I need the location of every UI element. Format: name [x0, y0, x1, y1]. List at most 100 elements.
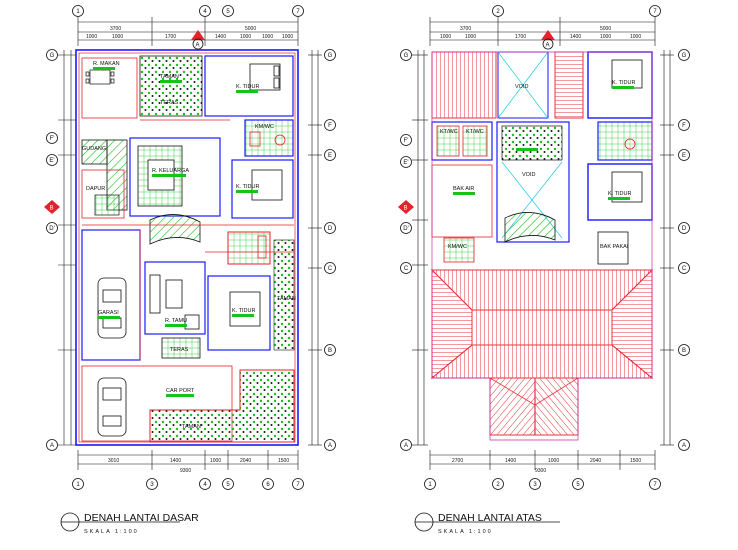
ground-grid-row-right-6: A [328, 443, 332, 449]
upper-grid-row-left-3-circle [400, 222, 412, 234]
ground-floor-plan: 3700 5000 1000 1000 1700 1400 1000 1000 … [44, 5, 336, 490]
ground-label-terrace-2: TERAS [170, 347, 189, 353]
ground-section-marker-a: A [191, 30, 205, 50]
upper-void-top [497, 51, 549, 119]
ground-car-garage [97, 277, 127, 339]
upper-grid-col-bottom-4: 7 [653, 482, 657, 488]
ground-label-carport: CAR PORT [166, 388, 195, 394]
ground-dim-top-s3: 1700 [165, 34, 176, 40]
ground-grid-bubbles-left: GF'E'D'A [46, 49, 58, 451]
ground-grid-row-left-3-circle [46, 222, 58, 234]
upper-grid-row-right-2-circle [678, 149, 690, 161]
upper-label-void-center: VOID [522, 172, 535, 178]
ground-grid-row-right-6-circle [324, 439, 336, 451]
ground-scale: SKALA 1:100 [84, 529, 139, 535]
ground-label-garden-side: TAMAN [277, 296, 296, 302]
ground-stairs [149, 214, 201, 245]
upper-grid-row-left-2: E' [403, 160, 408, 166]
upper-bath-2 [462, 125, 488, 157]
ground-bedroom-2 [231, 159, 294, 219]
upper-water-tank [431, 164, 493, 238]
upper-grid-col-bottom-3: 5 [576, 482, 580, 488]
ground-bedroom-3 [207, 275, 271, 351]
upper-dim-top-2: 5000 [600, 26, 611, 32]
ground-grid-col-bottom-3-circle [222, 478, 234, 490]
ground-grid-col-bottom-5-circle [292, 478, 304, 490]
svg-text:B: B [50, 206, 54, 212]
ground-grid-row-right-3: D [328, 226, 333, 232]
ground-grid-col-top-5-circle [292, 5, 304, 17]
ground-front-terrace [161, 337, 201, 359]
ground-grid-row-right-0: G [328, 53, 333, 59]
ground-dining-room [81, 57, 138, 119]
upper-grid-row-right-3-circle [678, 222, 690, 234]
ground-grid-row-left-1-circle [46, 132, 58, 144]
ground-grid-col-top-3-circle [222, 5, 234, 17]
upper-dim-top-s4: 1400 [570, 34, 581, 40]
upper-grid-row-left-0: G [404, 53, 409, 59]
upper-grid-row-left-3: D' [403, 226, 408, 232]
ground-grid-col-top-0: 1 [76, 9, 80, 15]
ground-label-kitchen: DAPUR [86, 186, 105, 192]
upper-bathroom [597, 121, 653, 161]
upper-grid-row-right-5-circle [678, 344, 690, 356]
upper-roof-main [430, 268, 654, 380]
ground-grid-col-bottom-3: 5 [226, 482, 230, 488]
upper-dim-top-s1: 1000 [440, 34, 451, 40]
ground-dim-bottom-1: 3010 [108, 458, 119, 464]
ground-grid-row-left-2: E' [49, 158, 54, 164]
upper-roof-front [489, 377, 579, 436]
upper-label-water-tank: BAK AIR [453, 186, 474, 192]
upper-grid-row-right-1: F [682, 123, 686, 129]
upper-section-marker-a: A [541, 30, 555, 50]
ground-label-bathroom: KM/WC [255, 124, 274, 130]
ground-grid-col-bottom-4: 6 [266, 482, 270, 488]
ground-grid-row-left-0-circle [46, 49, 58, 61]
upper-dim-bottom-total: 9300 [535, 468, 546, 474]
ground-dim-top-1: 3700 [110, 26, 121, 32]
upper-dim-top-s6: 1000 [630, 34, 641, 40]
ground-grid-row-right-4: C [328, 266, 333, 272]
upper-floor-plan: 3700 5000 1000 1000 1700 1400 1000 1000 [398, 5, 690, 490]
ground-dimension-top [77, 17, 299, 46]
upper-dim-top-1: 3700 [460, 26, 471, 32]
upper-grid-row-right-3: D [682, 226, 687, 232]
upper-title-symbol [414, 512, 560, 532]
ground-grid-row-right-2-circle [324, 149, 336, 161]
upper-grid-col-top-1-circle [492, 5, 504, 17]
upper-grid-row-right-4: C [682, 266, 687, 272]
upper-grid-row-left-1-circle [400, 134, 412, 146]
upper-grid-row-left-5: A [404, 443, 408, 449]
upper-grid-col-top-4-circle [649, 5, 661, 17]
ground-grid-col-bottom-1: 3 [150, 482, 154, 488]
ground-grid-row-left-4-circle [46, 439, 58, 451]
upper-dim-bottom-4: 2040 [590, 458, 601, 464]
upper-stairs [504, 212, 556, 243]
ground-dimension-sides [58, 50, 322, 446]
ground-grid-col-bottom-0-circle [72, 478, 84, 490]
ground-grid-row-left-4: A [50, 443, 54, 449]
ground-label-storage: GUDANG [82, 146, 106, 152]
ground-dim-top-s5: 1000 [240, 34, 251, 40]
upper-label-wc: KM/WC [448, 244, 467, 250]
ground-dim-bottom-4: 2040 [240, 458, 251, 464]
upper-grid-row-left-0-circle [400, 49, 412, 61]
ground-grid-row-right-5: B [328, 348, 332, 354]
ground-label-bedroom-1: K. TIDUR [236, 84, 259, 90]
ground-dim-bottom-3: 1000 [210, 458, 221, 464]
ground-label-living: R. TAMU [165, 318, 187, 324]
ground-dim-top-s6: 1000 [262, 34, 273, 40]
ground-grid-col-bottom-0: 1 [76, 482, 80, 488]
upper-grid-row-right-6-circle [678, 439, 690, 451]
ground-garage [81, 229, 141, 361]
ground-dim-top-s7: 1000 [282, 34, 293, 40]
upper-label-bath-1: KT/WC [440, 129, 458, 135]
upper-label-void-top: VOID [515, 84, 528, 90]
upper-label-clothes: BAK PAKAI [600, 244, 629, 250]
upper-dim-bottom-5: 1500 [630, 458, 641, 464]
ground-grid-row-left-1: F' [50, 136, 55, 142]
upper-label-bedroom-2: K. TIDUR [608, 191, 631, 197]
upper-grid-col-bottom-0: 1 [428, 482, 432, 488]
